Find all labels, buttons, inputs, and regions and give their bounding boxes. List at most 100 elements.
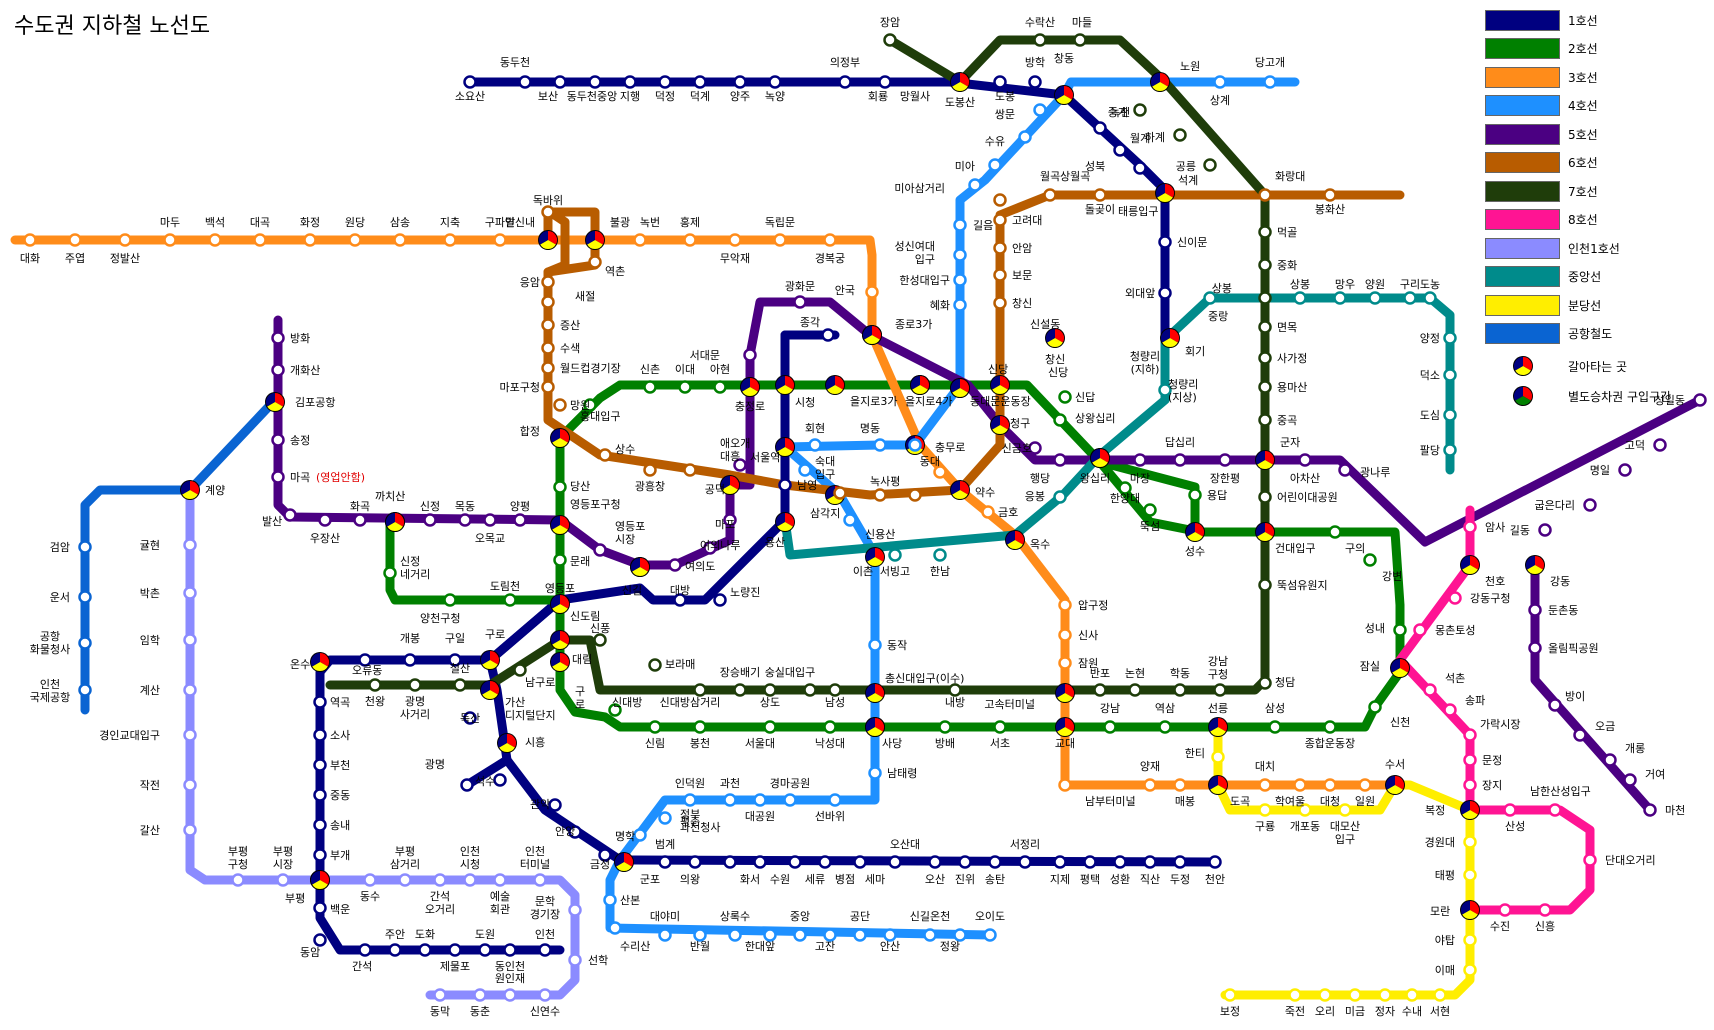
station-한대앞[interactable] xyxy=(763,928,777,942)
station-태평[interactable] xyxy=(1463,868,1477,882)
station-간석오거리[interactable] xyxy=(433,873,447,887)
station-동암[interactable] xyxy=(313,933,327,947)
station-역곡[interactable] xyxy=(313,695,327,709)
transfer-건대입구[interactable] xyxy=(1255,522,1275,542)
station-이매[interactable] xyxy=(1463,963,1477,977)
station-의왕[interactable] xyxy=(688,855,702,869)
station-갈산[interactable] xyxy=(183,823,197,837)
station-오목교[interactable] xyxy=(483,513,497,527)
station-동인천[interactable] xyxy=(503,943,517,957)
station-간석[interactable] xyxy=(358,943,372,957)
station-장지[interactable] xyxy=(1463,778,1477,792)
station-안양[interactable] xyxy=(568,825,582,839)
station-역촌[interactable] xyxy=(588,255,602,269)
station-강남구청[interactable] xyxy=(1213,683,1227,697)
station-중랑[interactable] xyxy=(1203,291,1217,305)
station-정왕[interactable] xyxy=(953,928,967,942)
station-양천구청[interactable] xyxy=(443,593,457,607)
station-구파발[interactable] xyxy=(493,233,507,247)
station-오류동[interactable] xyxy=(358,653,372,667)
station-수락산[interactable] xyxy=(1033,33,1047,47)
station-장승배기[interactable] xyxy=(733,683,747,697)
station-부평구청[interactable] xyxy=(231,873,245,887)
station-올림픽공원[interactable] xyxy=(1528,641,1542,655)
station-두정[interactable] xyxy=(1173,855,1187,869)
station-선학[interactable] xyxy=(568,953,582,967)
station-면목[interactable] xyxy=(1258,320,1272,334)
station-아현[interactable] xyxy=(713,380,727,394)
station-길음[interactable] xyxy=(953,218,967,232)
station-야탑[interactable] xyxy=(1463,933,1477,947)
station-신흥[interactable] xyxy=(1538,903,1552,917)
station-대곡[interactable] xyxy=(253,233,267,247)
station-천왕[interactable] xyxy=(368,678,382,692)
station-혜화[interactable] xyxy=(953,298,967,312)
station-발산[interactable] xyxy=(283,508,297,522)
station-학여울[interactable] xyxy=(1293,778,1307,792)
station-범계[interactable] xyxy=(633,828,647,842)
station-주안[interactable] xyxy=(388,943,402,957)
transfer-천호[interactable] xyxy=(1460,555,1480,575)
station-수리산[interactable] xyxy=(608,921,622,935)
transfer-모란[interactable] xyxy=(1460,900,1480,920)
transfer-신당[interactable] xyxy=(990,375,1010,395)
transfer-용산[interactable] xyxy=(775,512,795,532)
station-거여[interactable] xyxy=(1623,773,1637,787)
station-중앙[interactable] xyxy=(793,928,807,942)
station-마곡[interactable] xyxy=(271,470,285,484)
transfer-사당[interactable] xyxy=(865,717,885,737)
station-대야미[interactable] xyxy=(658,928,672,942)
station-한성대입구[interactable] xyxy=(953,273,967,287)
station-오금[interactable] xyxy=(1573,728,1587,742)
station-방학[interactable] xyxy=(1028,75,1042,89)
station-군포[interactable] xyxy=(658,855,672,869)
station-하계[interactable] xyxy=(1173,128,1187,142)
station-금호[interactable] xyxy=(981,505,995,519)
station-부평시장[interactable] xyxy=(276,873,290,887)
station-부천[interactable] xyxy=(313,758,327,772)
transfer-잠실[interactable] xyxy=(1390,658,1410,678)
station-숭실대입구[interactable] xyxy=(803,683,817,697)
station-사가정[interactable] xyxy=(1258,351,1272,365)
station-인천시청[interactable] xyxy=(463,873,477,887)
station-돌곶이[interactable] xyxy=(1093,188,1107,202)
station-양평[interactable] xyxy=(513,513,527,527)
station-markers[interactable] xyxy=(23,33,1707,1002)
station-공릉[interactable] xyxy=(1203,158,1217,172)
station-공단[interactable] xyxy=(853,928,867,942)
station-지행[interactable] xyxy=(588,75,602,89)
station-수내[interactable] xyxy=(1405,988,1419,1002)
transfer-노원[interactable] xyxy=(1150,72,1170,92)
station-압구정[interactable] xyxy=(1058,598,1072,612)
station-월곡[interactable] xyxy=(993,193,1007,207)
station-증산[interactable] xyxy=(541,318,555,332)
station-뚝섬[interactable] xyxy=(1143,503,1157,517)
station-귤현[interactable] xyxy=(183,538,197,552)
station-학동[interactable] xyxy=(1173,683,1187,697)
station-소사[interactable] xyxy=(313,728,327,742)
station-상록수[interactable] xyxy=(728,928,742,942)
station-개화산[interactable] xyxy=(271,363,285,377)
station-경인교대입구[interactable] xyxy=(183,728,197,742)
station-운서[interactable] xyxy=(78,590,92,604)
station-대화[interactable] xyxy=(23,233,37,247)
station-용답[interactable] xyxy=(1188,488,1202,502)
station-신천[interactable] xyxy=(1368,700,1382,714)
station-녹번[interactable] xyxy=(633,233,647,247)
station-우장산[interactable] xyxy=(318,513,332,527)
station-오리[interactable] xyxy=(1318,988,1332,1002)
station-광흥창[interactable] xyxy=(643,463,657,477)
station-일원[interactable] xyxy=(1358,778,1372,792)
station-남구로[interactable] xyxy=(513,663,527,677)
station-중동[interactable] xyxy=(313,788,327,802)
transfer-신길[interactable] xyxy=(630,557,650,577)
station-신촌[interactable] xyxy=(643,380,657,394)
station-당고개[interactable] xyxy=(1263,75,1277,89)
station-망우[interactable] xyxy=(1333,291,1347,305)
station-남부터미널[interactable] xyxy=(1058,778,1072,792)
station-중계[interactable] xyxy=(1133,103,1147,117)
station-응암[interactable] xyxy=(541,275,555,289)
station-신이문[interactable] xyxy=(1158,235,1172,249)
station-장암[interactable] xyxy=(883,33,897,47)
station-녹사평[interactable] xyxy=(873,488,887,502)
